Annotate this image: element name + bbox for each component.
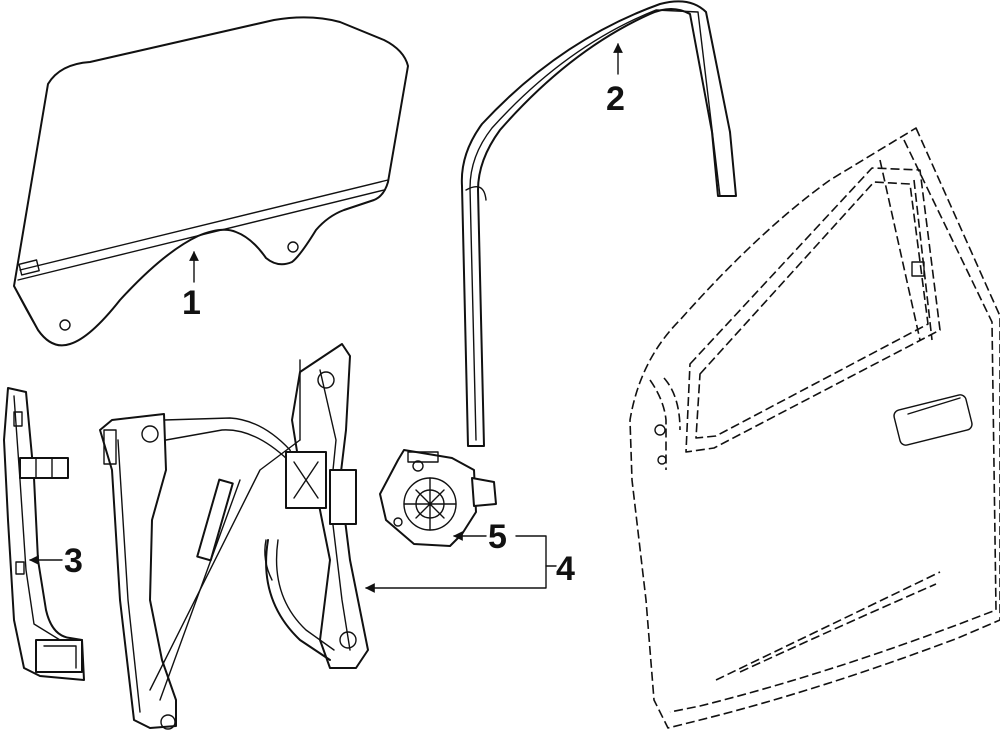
window-regulator-part bbox=[99, 343, 369, 730]
callout-2: 2 bbox=[606, 80, 625, 118]
callout-4: 4 bbox=[556, 550, 575, 588]
callout-3: 3 bbox=[64, 542, 83, 580]
leader-lines bbox=[29, 43, 623, 593]
door-glass-part bbox=[13, 16, 409, 347]
callout-1: 1 bbox=[182, 284, 201, 322]
window-motor-part bbox=[379, 449, 497, 547]
front-door-outline bbox=[629, 127, 1000, 729]
run-channel-part bbox=[460, 0, 737, 447]
callout-5: 5 bbox=[488, 518, 507, 556]
window-guide-part bbox=[3, 387, 85, 681]
